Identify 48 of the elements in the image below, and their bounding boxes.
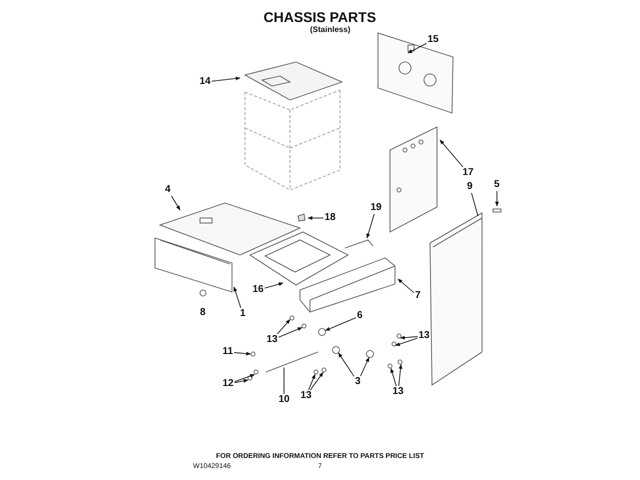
leader-line (360, 357, 370, 376)
leader-line (234, 286, 242, 308)
callout-number: 13 (300, 391, 312, 401)
leader-line (278, 327, 302, 338)
leader-line (310, 372, 324, 390)
leader-line (276, 319, 290, 334)
callout-number: 4 (165, 185, 171, 195)
callout-number: 11 (222, 347, 234, 357)
leader-line (234, 378, 248, 384)
callout-number: 7 (415, 291, 421, 301)
callout-number: 12 (222, 379, 234, 389)
leader-line (325, 317, 356, 331)
callout-number: 13 (266, 335, 278, 345)
callout-number: 13 (418, 331, 430, 341)
leader-line (211, 76, 240, 82)
callout-number: 5 (494, 180, 500, 190)
callout-number: 6 (357, 311, 363, 321)
leader-line (440, 140, 464, 168)
callout-number: 1 (240, 309, 246, 319)
callout-number: 8 (200, 308, 206, 318)
leader-line (171, 196, 180, 210)
callout-number: 19 (370, 203, 382, 213)
callout-number: 15 (428, 35, 439, 45)
leader-line (471, 192, 478, 216)
leader-line (390, 368, 397, 386)
leader-line (395, 338, 418, 346)
leader-line (398, 278, 414, 294)
callout-number: 3 (355, 377, 361, 387)
leader-line (234, 352, 251, 356)
subtitle: (Stainless) (310, 26, 350, 34)
callout-number: 10 (278, 395, 290, 405)
leader-line (495, 190, 499, 206)
callout-number: 13 (392, 387, 404, 397)
leader-line (338, 352, 354, 377)
leader-line (308, 374, 316, 390)
leader-line (234, 374, 255, 382)
leader-line (408, 43, 427, 54)
leader-line (400, 336, 418, 340)
leader-line (398, 364, 402, 386)
callout-number: 16 (252, 285, 264, 295)
leader-line (366, 214, 375, 238)
callout-number: 17 (462, 168, 474, 178)
leader-line (308, 216, 324, 220)
leader-line (264, 282, 284, 289)
title: CHASSIS PARTS (264, 10, 376, 24)
callout-number: 18 (324, 213, 336, 223)
callout-number: 14 (200, 77, 211, 87)
callout-number: 9 (467, 182, 473, 192)
